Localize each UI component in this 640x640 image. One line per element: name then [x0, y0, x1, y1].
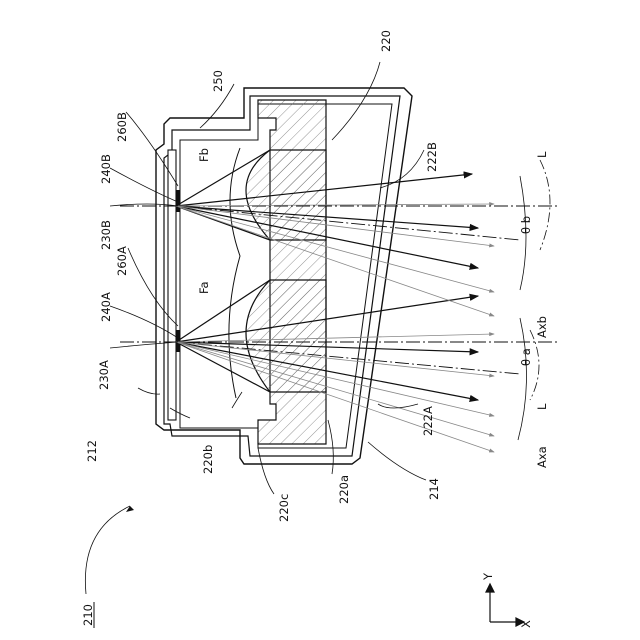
- label-214: 214: [427, 478, 441, 500]
- label-230B: 230B: [99, 220, 113, 250]
- label-230A: 230A: [97, 360, 111, 390]
- label-240A: 240A: [99, 292, 113, 322]
- label-Fb: Fb: [197, 148, 211, 162]
- coordinate-axes: [486, 584, 524, 626]
- label-220a: 220a: [337, 475, 351, 504]
- axis-label-y: Y: [481, 572, 495, 581]
- label-L-bottom: L: [535, 403, 549, 410]
- substrate-250: [168, 150, 180, 420]
- label-220b: 220b: [201, 445, 215, 474]
- label-theta-b: θ b: [519, 216, 533, 234]
- label-250: 250: [211, 70, 225, 92]
- label-220: 220: [379, 30, 393, 52]
- label-Axb: Axb: [535, 316, 549, 338]
- label-L-top: L: [535, 151, 549, 158]
- label-222B: 222B: [425, 142, 439, 172]
- label-260B: 260B: [115, 112, 129, 142]
- label-240B: 240B: [99, 154, 113, 184]
- label-Fa: Fa: [197, 281, 211, 294]
- figure-arrow-head: [126, 506, 134, 512]
- label-222A: 222A: [421, 406, 435, 436]
- figure-label-210: 210: [81, 604, 95, 626]
- label-212: 212: [85, 440, 99, 462]
- label-260A: 260A: [115, 246, 129, 276]
- label-Axa: Axa: [535, 446, 549, 468]
- label-theta-a: θ a: [519, 348, 533, 366]
- axis-label-x: X: [519, 620, 533, 628]
- label-220c: 220c: [277, 494, 291, 522]
